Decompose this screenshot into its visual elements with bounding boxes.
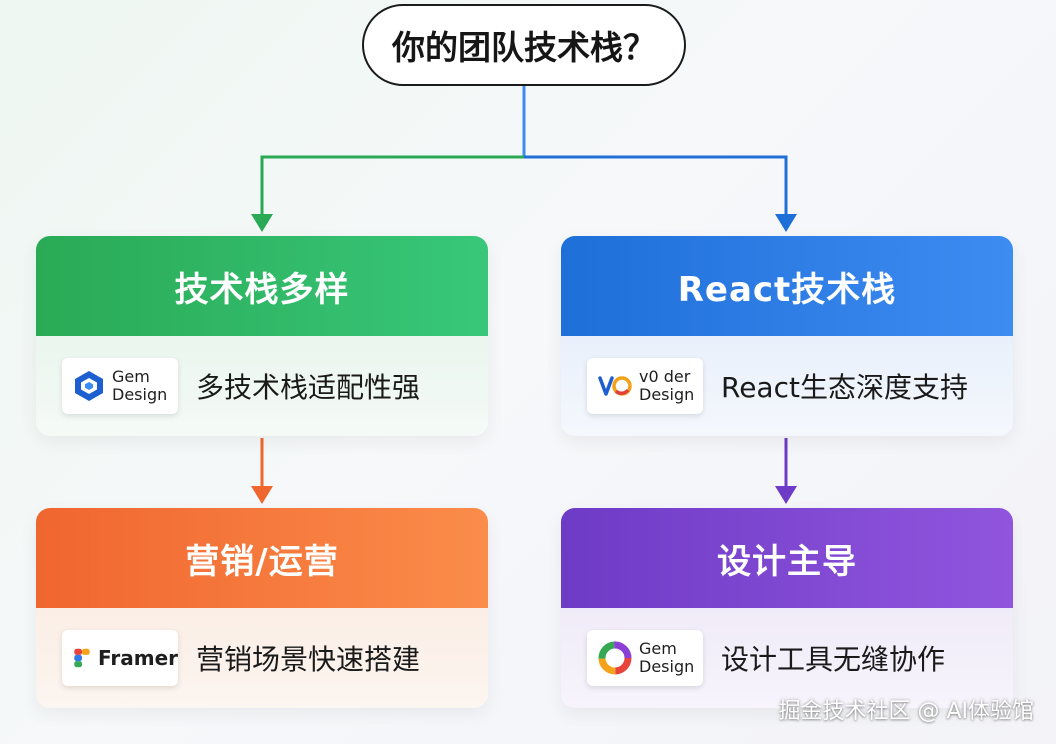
framer-icon	[74, 648, 90, 668]
card-react-stack: React技术栈 v0 der Design React生态深度支持	[561, 236, 1013, 436]
card-body: Framer 营销场景快速搭建	[36, 608, 488, 708]
arrowhead-lower-left	[251, 486, 273, 504]
card-diverse-stack: 技术栈多样 Gem Design 多技术栈适配性强	[36, 236, 488, 436]
card-description: 多技术栈适配性强	[196, 371, 421, 404]
branch-line-right	[524, 155, 788, 218]
logo-badge: Gem Design	[62, 358, 178, 414]
card-body: Gem Design 设计工具无缝协作	[561, 608, 1013, 708]
card-description: 营销场景快速搭建	[196, 643, 421, 676]
logo-text: Gem Design	[112, 367, 168, 404]
v0-design-icon	[598, 376, 632, 396]
gem-design-ring-icon	[598, 641, 632, 675]
card-body: v0 der Design React生态深度支持	[561, 336, 1013, 436]
arrowhead-right	[775, 214, 797, 232]
card-title: 营销/运营	[36, 508, 488, 608]
arrowhead-left	[251, 214, 273, 232]
arrowhead-lower-right	[775, 486, 797, 504]
card-design-led: 设计主导 Gem Design 设计工具无缝协作	[561, 508, 1013, 708]
logo-text: Gem Design	[639, 639, 695, 676]
card-title: 技术栈多样	[36, 236, 488, 336]
logo-text: Framer	[97, 646, 178, 670]
card-title: 设计主导	[561, 508, 1013, 608]
card-description: 设计工具无缝协作	[721, 643, 946, 676]
root-question: 你的团队技术栈？	[362, 4, 686, 86]
card-description: React生态深度支持	[721, 371, 968, 404]
gem-design-hexagon-icon	[75, 371, 103, 401]
card-title: React技术栈	[561, 236, 1013, 336]
branch-line-left	[260, 155, 524, 218]
logo-badge: v0 der Design	[587, 358, 703, 414]
logo-badge: Gem Design	[587, 630, 703, 686]
logo-text: v0 der Design	[639, 367, 695, 404]
logo-badge: Framer	[62, 630, 178, 686]
card-marketing: 营销/运营 Framer 营销场景快速搭建	[36, 508, 488, 708]
card-body: Gem Design 多技术栈适配性强	[36, 336, 488, 436]
watermark: 掘金技术社区 @ AI体验馆	[778, 699, 1034, 724]
